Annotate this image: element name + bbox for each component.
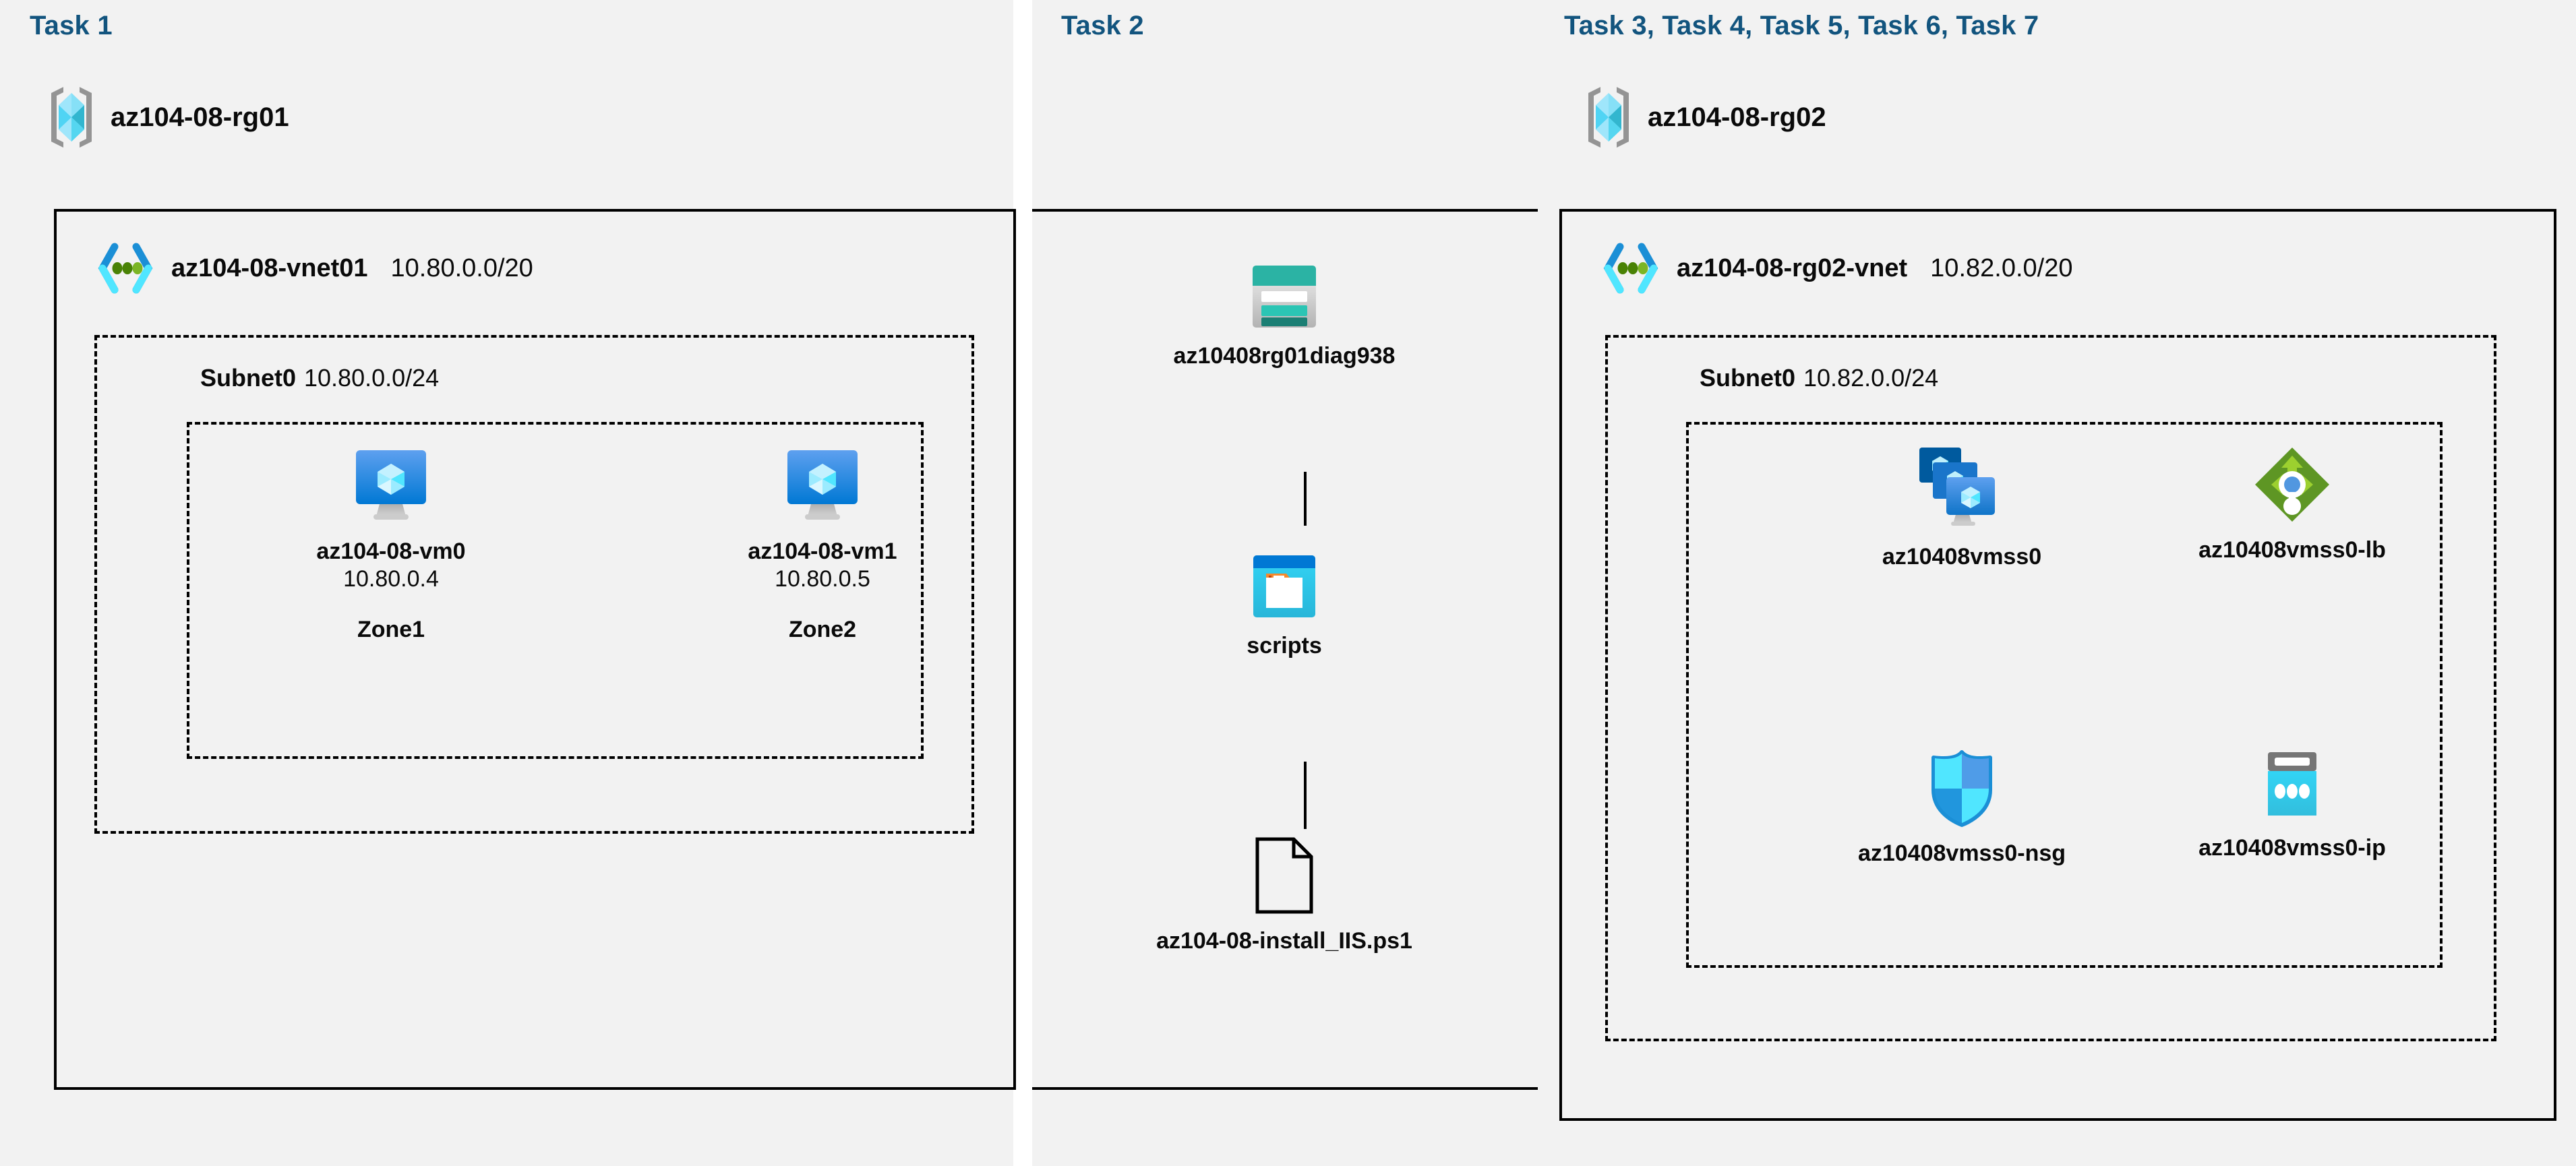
- subnet0-name-task1: Subnet0: [200, 364, 297, 392]
- task1-panel: [0, 0, 1013, 1166]
- vm0-name: az104-08-vm0: [316, 539, 466, 564]
- blob-container-icon: [1251, 553, 1318, 620]
- vnet02-name: az104-08-rg02-vnet: [1677, 253, 1908, 282]
- resource-group-rg02-label: az104-08-rg02: [1648, 102, 1826, 132]
- vm-node-vm1: az104-08-vm1 10.80.0.5 Zone2: [708, 445, 937, 643]
- load-balancer-name: az10408vmss0-lb: [2198, 537, 2386, 563]
- task3-title: Task 3, Task 4, Task 5, Task 6, Task 7: [1564, 11, 2039, 40]
- load-balancer-icon: [2252, 445, 2332, 524]
- vnet01-name: az104-08-vnet01: [171, 253, 368, 282]
- vm1-zone: Zone2: [788, 616, 857, 642]
- virtual-network-icon: [1600, 243, 1662, 294]
- resource-group-rg02: az104-08-rg02: [1584, 85, 1826, 150]
- vm-scale-set-icon: [1918, 445, 2006, 531]
- resource-group-icon: [47, 85, 96, 150]
- public-ip-address-name: az10408vmss0-ip: [2198, 835, 2386, 861]
- task2-boundary: [1032, 209, 1538, 1090]
- subnet0-cidr-task1: 10.80.0.0/24: [304, 364, 440, 392]
- subnet0-boundary-task1: [94, 335, 974, 834]
- virtual-machine-icon: [781, 445, 864, 526]
- vm1-name: az104-08-vm1: [748, 539, 897, 564]
- vnet01-boundary: [54, 209, 1016, 1090]
- connector-storage-to-container: [1304, 472, 1307, 526]
- storage-account-name: az10408rg01diag938: [1173, 343, 1396, 369]
- script-file-node: az104-08-install_IIS.ps1: [1092, 836, 1476, 955]
- vm0-zone: Zone1: [357, 616, 425, 642]
- task1-title: Task 1: [30, 11, 113, 40]
- resource-group-rg01: az104-08-rg01: [47, 85, 289, 150]
- subnet0-boundary-task3: [1605, 335, 2496, 1041]
- blob-container-node: scripts: [1146, 553, 1422, 660]
- blob-container-name: scripts: [1247, 633, 1322, 658]
- load-balancer-node: az10408vmss0-lb: [2144, 445, 2440, 564]
- vm-scale-set-node: az10408vmss0: [1820, 445, 2103, 571]
- vnet01-header: az104-08-vnet01 10.80.0.0/20: [94, 243, 533, 294]
- vnet01-cidr: 10.80.0.0/20: [390, 253, 533, 282]
- storage-account-icon: [1250, 263, 1319, 330]
- storage-account-node: az10408rg01diag938: [1146, 263, 1422, 370]
- availability-zones-boundary: [187, 422, 924, 759]
- network-security-group-icon: [1927, 748, 1997, 828]
- vmss-resources-boundary: [1686, 422, 2443, 968]
- vnet02-header: az104-08-rg02-vnet 10.82.0.0/20: [1600, 243, 2072, 294]
- task2-title: Task 2: [1061, 11, 1144, 40]
- resource-group-rg01-label: az104-08-rg01: [111, 102, 289, 132]
- script-file-name: az104-08-install_IIS.ps1: [1156, 928, 1412, 954]
- vm-node-vm0: az104-08-vm0 10.80.0.4 Zone1: [276, 445, 506, 643]
- network-security-group-node: az10408vmss0-nsg: [1820, 748, 2103, 867]
- subnet0-name-task3: Subnet0: [1700, 364, 1796, 392]
- vm-scale-set-name: az10408vmss0: [1882, 544, 2042, 570]
- subnet0-cidr-task3: 10.82.0.0/24: [1803, 364, 1939, 392]
- network-security-group-name: az10408vmss0-nsg: [1857, 840, 2066, 866]
- resource-group-icon: [1584, 85, 1633, 150]
- task3-panel: [1538, 0, 2576, 1166]
- vnet02-boundary: [1559, 209, 2556, 1121]
- virtual-network-icon: [94, 243, 156, 294]
- vm0-ip: 10.80.0.4: [343, 566, 439, 592]
- vnet02-cidr: 10.82.0.0/20: [1930, 253, 2073, 282]
- file-document-icon: [1252, 836, 1317, 915]
- connector-container-to-file: [1304, 762, 1307, 829]
- public-ip-address-icon: [2258, 748, 2326, 822]
- vm1-ip: 10.80.0.5: [775, 566, 870, 592]
- virtual-machine-icon: [349, 445, 433, 526]
- public-ip-address-node: az10408vmss0-ip: [2144, 748, 2440, 862]
